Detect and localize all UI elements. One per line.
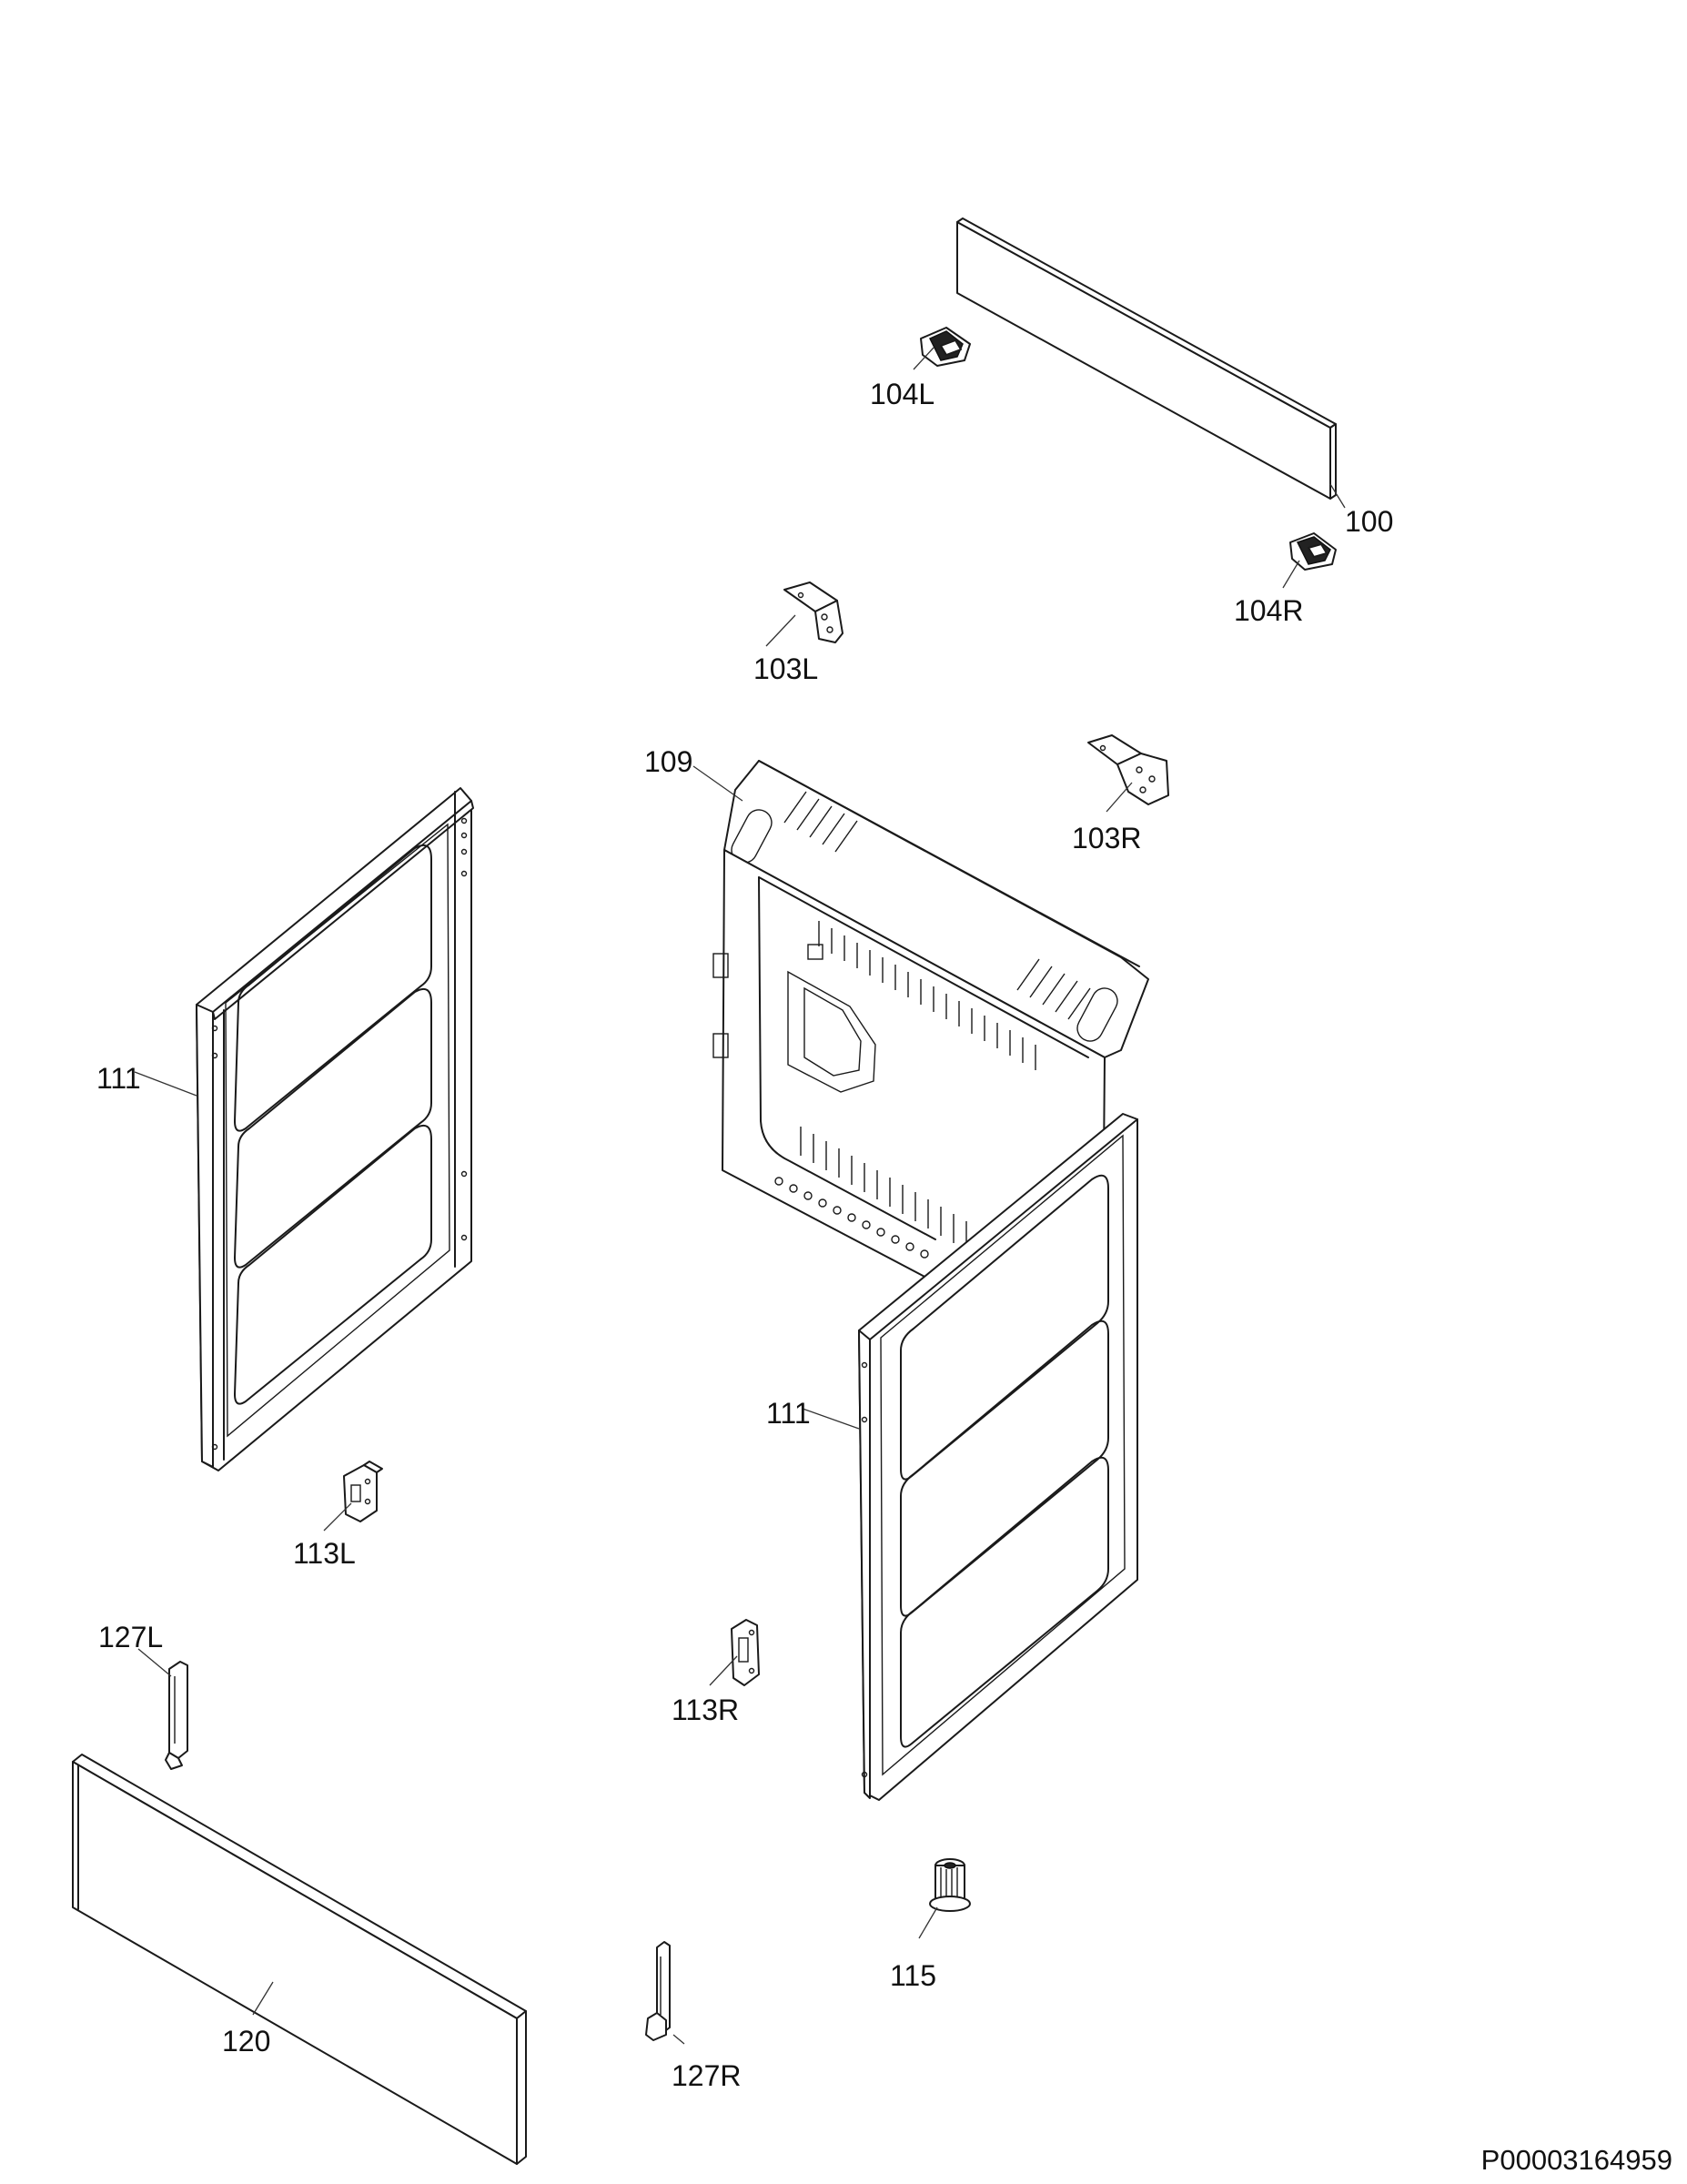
part-113R-hinge-bracket — [731, 1619, 760, 1686]
part-100-back-panel — [956, 217, 1337, 500]
callout-111-left: 111 — [96, 1062, 141, 1095]
callout-113L: 113L — [293, 1537, 356, 1570]
callout-104L: 104L — [870, 378, 934, 410]
part-111-left-side-panel — [196, 787, 474, 1471]
part-109-back-housing — [712, 760, 1149, 1295]
part-127R-plinth-bracket — [645, 1941, 671, 2041]
callout-111-right: 111 — [766, 1397, 811, 1430]
callout-115: 115 — [890, 1959, 936, 1992]
callout-labels: 104L 100 104R 103L 109 103R 111 111 113L… — [96, 378, 1393, 2092]
callout-113R: 113R — [672, 1694, 739, 1726]
part-113L-hinge-bracket — [343, 1461, 383, 1522]
callout-127L: 127L — [98, 1621, 163, 1653]
part-103R-bracket — [1087, 734, 1169, 805]
callout-120: 120 — [222, 2025, 270, 2058]
callout-127R: 127R — [672, 2059, 742, 2092]
part-111-right-side-panel — [858, 1113, 1138, 1801]
callout-104R: 104R — [1234, 594, 1304, 627]
drawing-code: P00003164959 — [1481, 2144, 1672, 2176]
callout-109: 109 — [644, 745, 692, 778]
callout-103L: 103L — [753, 652, 818, 685]
part-104L-end-cap — [920, 327, 971, 367]
part-103L-bracket — [783, 581, 844, 643]
part-104R-end-cap — [1289, 532, 1337, 571]
callout-103R: 103R — [1072, 822, 1142, 854]
callout-100: 100 — [1345, 505, 1393, 538]
part-115-adjustable-foot — [929, 1858, 971, 1912]
leader-lines — [134, 347, 1346, 2045]
part-120-plinth-panel — [72, 1754, 527, 2165]
part-127L-plinth-bracket — [165, 1661, 188, 1770]
